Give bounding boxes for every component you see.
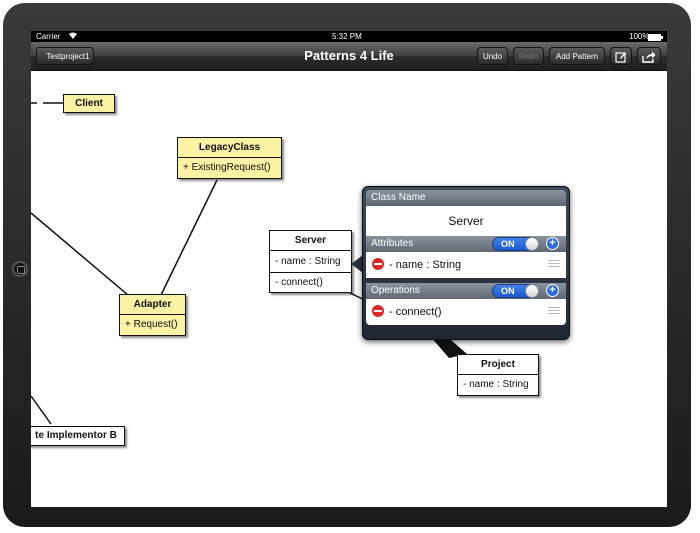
uml-class-client[interactable]: Client	[63, 94, 115, 113]
share-icon	[642, 51, 656, 63]
class-name: LegacyClass	[198, 142, 261, 153]
back-button[interactable]: Testproject1	[36, 47, 94, 65]
battery-label: 100%	[629, 32, 650, 41]
class-name: Adapter	[133, 299, 172, 310]
wifi-icon	[68, 31, 78, 43]
redo-button[interactable]: Redo	[513, 47, 544, 65]
class-operation: - connect()	[270, 272, 351, 293]
operations-header: Operations ON +	[366, 283, 566, 299]
ipad-frame: Carrier 5:32 PM 100% Testproject1 Patter…	[3, 3, 691, 527]
uml-class-implementor[interactable]: te Implementor B	[31, 426, 125, 446]
operations-header-label: Operations	[371, 285, 420, 296]
class-method: + Request()	[120, 314, 185, 335]
class-name: Server	[294, 235, 327, 246]
attribute-row[interactable]: - name : String	[366, 252, 566, 278]
attribute-text: - name : String	[389, 259, 462, 271]
class-attribute: - name : String	[270, 250, 351, 272]
class-name: te Implementor B	[35, 430, 117, 441]
class-name-header: Class Name	[366, 190, 566, 206]
operation-row[interactable]: - connect()	[366, 299, 566, 325]
delete-attribute-icon[interactable]	[372, 258, 384, 270]
add-attribute-button[interactable]: +	[546, 237, 559, 250]
battery-icon	[648, 33, 663, 44]
class-name-field[interactable]: Server	[366, 206, 566, 236]
class-name: Project	[481, 359, 515, 370]
class-name: Client	[75, 98, 103, 109]
operations-toggle[interactable]: ON	[492, 284, 539, 298]
edit-icon	[615, 52, 626, 63]
diagram-canvas[interactable]: Client LegacyClass + ExistingRequest() A…	[31, 71, 667, 507]
operations-toggle-label: ON	[501, 286, 515, 296]
reorder-grip-icon[interactable]	[548, 260, 560, 268]
carrier-label: Carrier	[36, 32, 61, 41]
class-editor-popover: Class Name Server Attributes ON + - name…	[362, 186, 570, 340]
uml-class-server[interactable]: Server - name : String - connect()	[269, 230, 352, 293]
popover-arrow	[351, 255, 363, 273]
navigation-bar: Testproject1 Patterns 4 Life Undo Redo A…	[31, 42, 667, 71]
add-pattern-button[interactable]: Add Pattern	[549, 47, 605, 65]
operation-text: - connect()	[389, 306, 442, 318]
reorder-grip-icon[interactable]	[548, 307, 560, 315]
toggle-knob	[525, 237, 539, 251]
delete-operation-icon[interactable]	[372, 305, 384, 317]
attributes-header-label: Attributes	[371, 238, 414, 249]
attributes-toggle-label: ON	[501, 239, 515, 249]
class-method: + ExistingRequest()	[178, 157, 281, 178]
attributes-toggle[interactable]: ON	[492, 237, 539, 251]
status-time: 5:32 PM	[332, 32, 362, 41]
attributes-header: Attributes ON +	[366, 236, 566, 252]
status-bar: Carrier 5:32 PM 100%	[31, 31, 667, 42]
edit-button[interactable]	[610, 47, 632, 65]
uml-class-legacy[interactable]: LegacyClass + ExistingRequest()	[177, 137, 282, 179]
screen: Carrier 5:32 PM 100% Testproject1 Patter…	[31, 31, 667, 507]
uml-class-adapter[interactable]: Adapter + Request()	[119, 294, 186, 336]
undo-button[interactable]: Undo	[477, 47, 508, 65]
uml-class-project[interactable]: Project - name : String	[457, 354, 539, 396]
add-operation-button[interactable]: +	[546, 284, 559, 297]
home-button[interactable]	[12, 261, 28, 277]
toggle-knob	[525, 284, 539, 298]
page-title: Patterns 4 Life	[304, 48, 394, 63]
class-attribute: - name : String	[458, 374, 538, 395]
share-button[interactable]	[637, 47, 661, 65]
